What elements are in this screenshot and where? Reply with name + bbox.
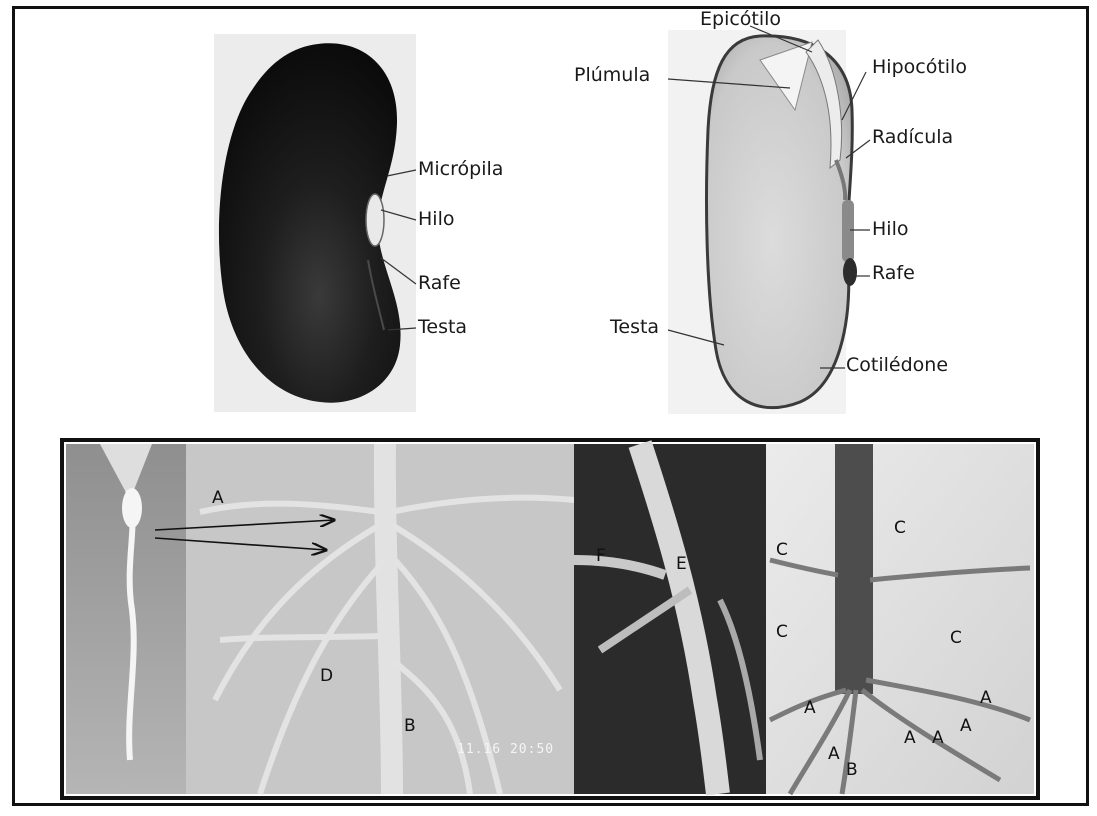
- label-testa-exterior: Testa: [418, 318, 467, 337]
- label-raphe-interior: Rafe: [872, 264, 915, 283]
- seedling-photo: [66, 444, 186, 794]
- photo-label-a6: A: [980, 690, 992, 707]
- photo-label-a2: A: [828, 746, 840, 763]
- label-micropyle: Micrópila: [418, 160, 503, 179]
- photo-label-a3: A: [904, 730, 916, 747]
- photo-timestamp: 11.16 20:50: [457, 742, 554, 757]
- label-radicle: Radícula: [872, 128, 953, 147]
- photo-label-a1: A: [804, 700, 816, 717]
- seed-exterior-photo: [214, 34, 416, 412]
- photo-label-a4: A: [932, 730, 944, 747]
- photo-label-c3: C: [950, 630, 962, 647]
- photo-label-c4: C: [776, 624, 788, 641]
- photo-label-b2: B: [846, 762, 858, 779]
- label-hilum-exterior: Hilo: [418, 210, 454, 229]
- photo-label-b: B: [404, 718, 416, 735]
- seed-interior-photo: [668, 30, 857, 414]
- photo-label-a5: A: [960, 718, 972, 735]
- label-plumule: Plúmula: [574, 66, 650, 85]
- photo-label-a: A: [212, 490, 224, 507]
- label-hypocotyl: Hipocótilo: [872, 58, 967, 77]
- root-hairs-photo: [574, 444, 766, 794]
- label-raphe-exterior: Rafe: [418, 274, 461, 293]
- label-epicotyl: Epicótilo: [700, 10, 781, 29]
- photo-label-f: F: [596, 548, 606, 565]
- photo-label-c2: C: [894, 520, 906, 537]
- photo-label-c1: C: [776, 542, 788, 559]
- label-cotyledon: Cotilédone: [846, 356, 948, 375]
- photo-label-d: D: [320, 668, 333, 685]
- photo-label-e: E: [676, 556, 687, 573]
- label-testa-interior: Testa: [610, 318, 659, 337]
- label-hilum-interior: Hilo: [872, 220, 908, 239]
- mature-root-photo: [766, 444, 1034, 794]
